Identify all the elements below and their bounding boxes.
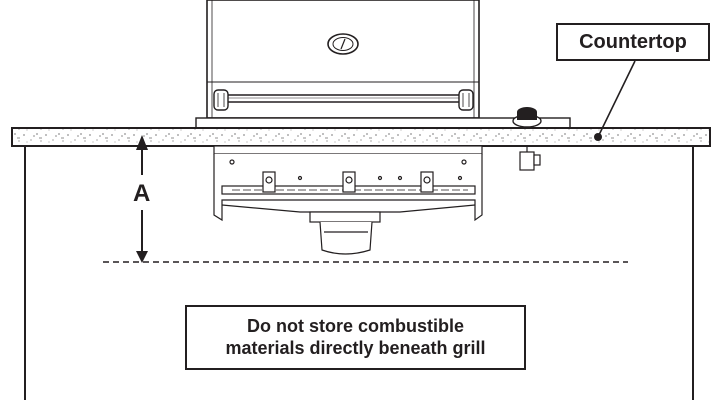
countertop-leader [594,60,636,141]
burner-manifold [213,145,483,255]
cabinet [24,146,694,400]
dimension-a-arrow [136,135,148,263]
grill-handle [213,89,474,111]
dimension-a-label: A [133,180,151,207]
side-burner-knob [512,107,542,128]
thermometer-icon [327,33,359,55]
grill-hood [195,0,571,129]
warning-line-1: Do not store combustible [246,316,464,336]
side-burner-valve [519,146,541,171]
warning-line-2: materials directly beneath grill [225,338,486,358]
countertop-label: Countertop [556,23,710,61]
warning-box: Do not store combustible materials direc… [185,305,526,370]
countertop-slab [11,127,711,147]
